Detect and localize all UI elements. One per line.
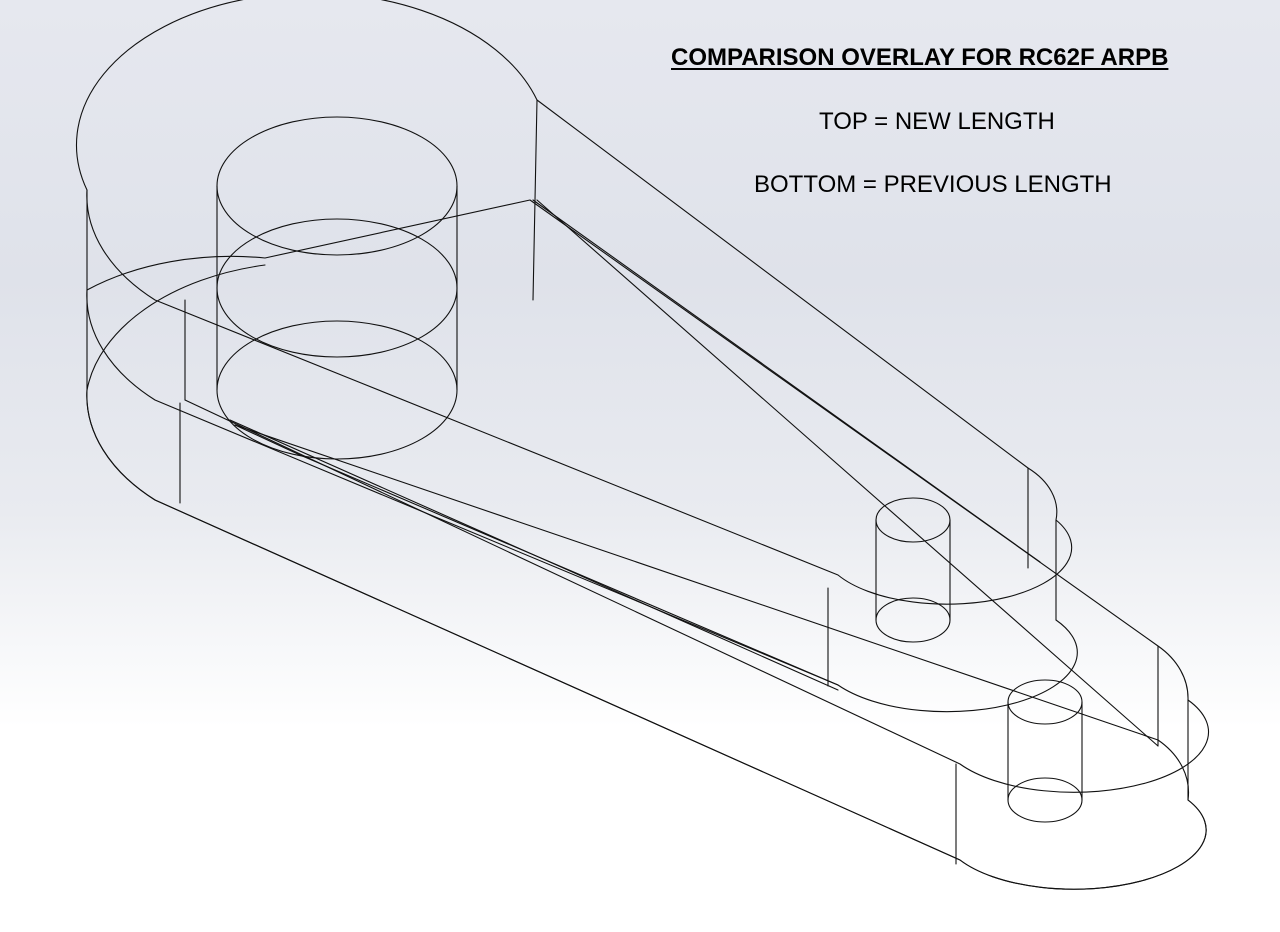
new-arm-pivot-top bbox=[216, 116, 458, 256]
overlay-cross-edge bbox=[536, 199, 1159, 747]
new-arm-seam-back bbox=[532, 99, 538, 301]
overlay-title: COMPARISON OVERLAY FOR RC62F ARPB bbox=[671, 44, 1169, 71]
new-arm-pivot-bottom bbox=[216, 218, 458, 358]
previous-arm-long-edge-a bbox=[184, 399, 1210, 793]
previous-arm-top-face bbox=[86, 264, 1207, 890]
new-arm-pin-top bbox=[875, 497, 951, 543]
top-legend-note: TOP = NEW LENGTH bbox=[819, 108, 1055, 135]
new-length-arm[interactable] bbox=[75, 0, 1078, 713]
new-arm-pin-bottom bbox=[875, 597, 951, 643]
previous-arm-upper-silhouette bbox=[86, 199, 1189, 701]
previous-length-arm[interactable] bbox=[86, 199, 1210, 890]
new-arm-top-face bbox=[75, 0, 1073, 605]
previous-arm-long-edge-b bbox=[234, 424, 839, 686]
new-arm-bottom-face bbox=[86, 289, 1078, 713]
previous-arm-pivot-bottom bbox=[216, 320, 458, 460]
previous-arm-bottom-face bbox=[86, 389, 1207, 890]
bottom-legend-note: BOTTOM = PREVIOUS LENGTH bbox=[754, 171, 1112, 198]
previous-arm-pin-bottom bbox=[1007, 777, 1083, 823]
previous-arm-long-edge-c bbox=[229, 419, 839, 691]
